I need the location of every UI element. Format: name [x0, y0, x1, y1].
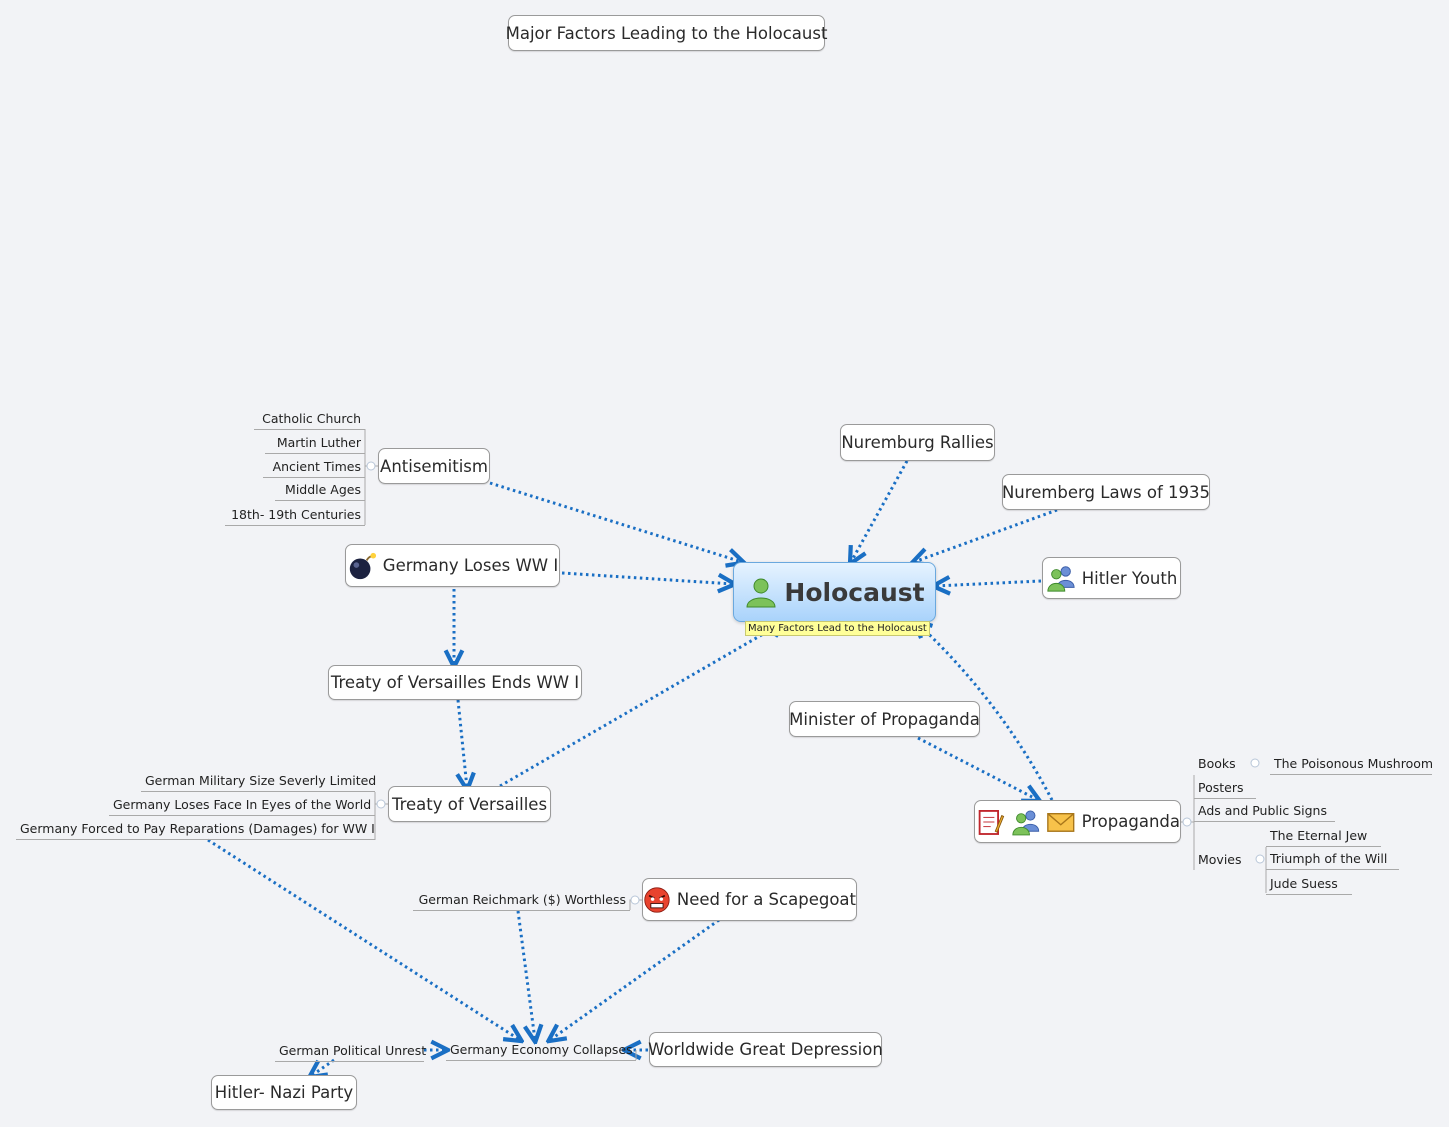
collapse-scapegoat — [630, 895, 640, 905]
collapse-propaganda — [1182, 817, 1192, 827]
topic-label: Nuremberg Laws of 1935 — [1001, 482, 1211, 502]
topic-label: Germany Loses WW I — [382, 556, 559, 575]
map-title-text: Major Factors Leading to the Holocaust — [505, 23, 828, 43]
topic-nuremberg-laws[interactable]: Nuremberg Laws of 1935 — [1002, 474, 1210, 510]
node-political-unrest[interactable]: German Political Unrest — [275, 1041, 426, 1062]
subtopic-posters[interactable]: Posters — [1194, 778, 1256, 799]
central-topic-label: Holocaust — [784, 577, 925, 607]
topic-antisemitism[interactable]: Antisemitism — [378, 448, 490, 484]
link-reichmark-economy — [516, 910, 535, 1040]
topic-label: Hitler Youth — [1081, 568, 1178, 588]
node-economy-collapses[interactable]: Germany Economy Collapses — [446, 1040, 636, 1061]
subtopic-martin-luther[interactable]: Martin Luther — [265, 433, 365, 454]
group-icon — [1047, 566, 1075, 592]
central-note: Many Factors Lead to the Holocaust — [745, 621, 930, 636]
topic-label: Need for a Scapegoat — [676, 890, 856, 909]
subtopic-eternal-jew[interactable]: The Eternal Jew — [1266, 826, 1381, 847]
topic-label: Minister of Propaganda — [789, 709, 980, 729]
topic-label: Treaty of Versailles Ends WW I — [330, 673, 580, 692]
topic-germany-loses-wwi[interactable]: Germany Loses WW I — [345, 544, 560, 587]
link-unrest-nazi — [311, 1058, 335, 1076]
subtopic-reparations[interactable]: Germany Forced to Pay Reparations (Damag… — [16, 819, 375, 840]
link-treaty-central — [499, 622, 784, 788]
topic-label: Nuremburg Rallies — [841, 433, 994, 452]
subtopic-reichmark-worthless[interactable]: German Reichmark ($) Worthless — [413, 890, 630, 911]
topic-propaganda[interactable]: Propaganda — [974, 800, 1181, 843]
envelope-icon — [1047, 812, 1075, 832]
topic-label: Treaty of Versailles — [391, 794, 548, 814]
link-scapegoat-economy — [550, 918, 720, 1040]
group-icon — [1011, 809, 1039, 835]
collapse-antisemitism — [366, 461, 376, 471]
subtopic-loses-face[interactable]: Germany Loses Face In Eyes of the World — [109, 795, 375, 816]
person-icon — [746, 578, 776, 608]
topic-label: Antisemitism — [380, 456, 488, 476]
link-minister-propaganda — [917, 736, 1038, 800]
collapse-movies — [1255, 854, 1265, 864]
topic-hitler-nazi-party[interactable]: Hitler- Nazi Party — [211, 1075, 357, 1110]
subtopic-18th-19th-centuries[interactable]: 18th- 19th Centuries — [225, 505, 365, 526]
collapse-treaty — [376, 799, 386, 809]
topic-worldwide-depression[interactable]: Worldwide Great Depression — [648, 1032, 883, 1067]
link-nuremberg-laws — [914, 508, 1058, 562]
subtopic-poisonous-mushroom[interactable]: The Poisonous Mushroom — [1270, 754, 1433, 775]
subtopic-books[interactable]: Books — [1198, 756, 1236, 771]
link-antisemitism — [489, 481, 742, 562]
link-treatyends-treaty — [458, 699, 467, 788]
subtopic-jude-suess[interactable]: Jude Suess — [1266, 874, 1352, 895]
angry-face-icon — [644, 886, 670, 913]
subtopic-catholic-church[interactable]: Catholic Church — [254, 409, 365, 430]
subtopic-ads-public-signs[interactable]: Ads and Public Signs — [1194, 801, 1335, 822]
map-title[interactable]: Major Factors Leading to the Holocaust — [505, 15, 828, 51]
topic-nuremburg-rallies[interactable]: Nuremburg Rallies — [840, 424, 995, 461]
collapse-books — [1250, 758, 1260, 768]
subtopic-middle-ages[interactable]: Middle Ages — [275, 480, 365, 501]
link-treaty-economy — [207, 838, 520, 1040]
link-nuremburg-rallies — [851, 460, 909, 562]
central-topic-holocaust[interactable]: Holocaust — [733, 562, 936, 622]
topic-treaty-ends-wwi[interactable]: Treaty of Versailles Ends WW I — [328, 665, 582, 700]
topic-hitler-youth[interactable]: Hitler Youth — [1042, 557, 1181, 599]
topic-label: Worldwide Great Depression — [648, 1040, 883, 1059]
subtopic-triumph-of-the-will[interactable]: Triumph of the Will — [1266, 849, 1399, 870]
topic-minister-of-propaganda[interactable]: Minister of Propaganda — [789, 701, 980, 737]
topic-label: Hitler- Nazi Party — [214, 1083, 354, 1102]
topic-label: Propaganda — [1081, 812, 1180, 831]
subtopic-movies[interactable]: Movies — [1198, 852, 1242, 867]
bomb-icon — [349, 552, 376, 579]
subtopic-military-limited[interactable]: German Military Size Severly Limited — [141, 771, 376, 792]
topic-treaty-of-versailles[interactable]: Treaty of Versailles — [388, 786, 551, 822]
link-hitler-youth — [935, 581, 1042, 586]
notepad-icon — [978, 809, 1005, 835]
link-germany-loses — [561, 571, 733, 584]
topic-need-for-scapegoat[interactable]: Need for a Scapegoat — [642, 878, 857, 921]
subtopic-ancient-times[interactable]: Ancient Times — [263, 457, 365, 478]
